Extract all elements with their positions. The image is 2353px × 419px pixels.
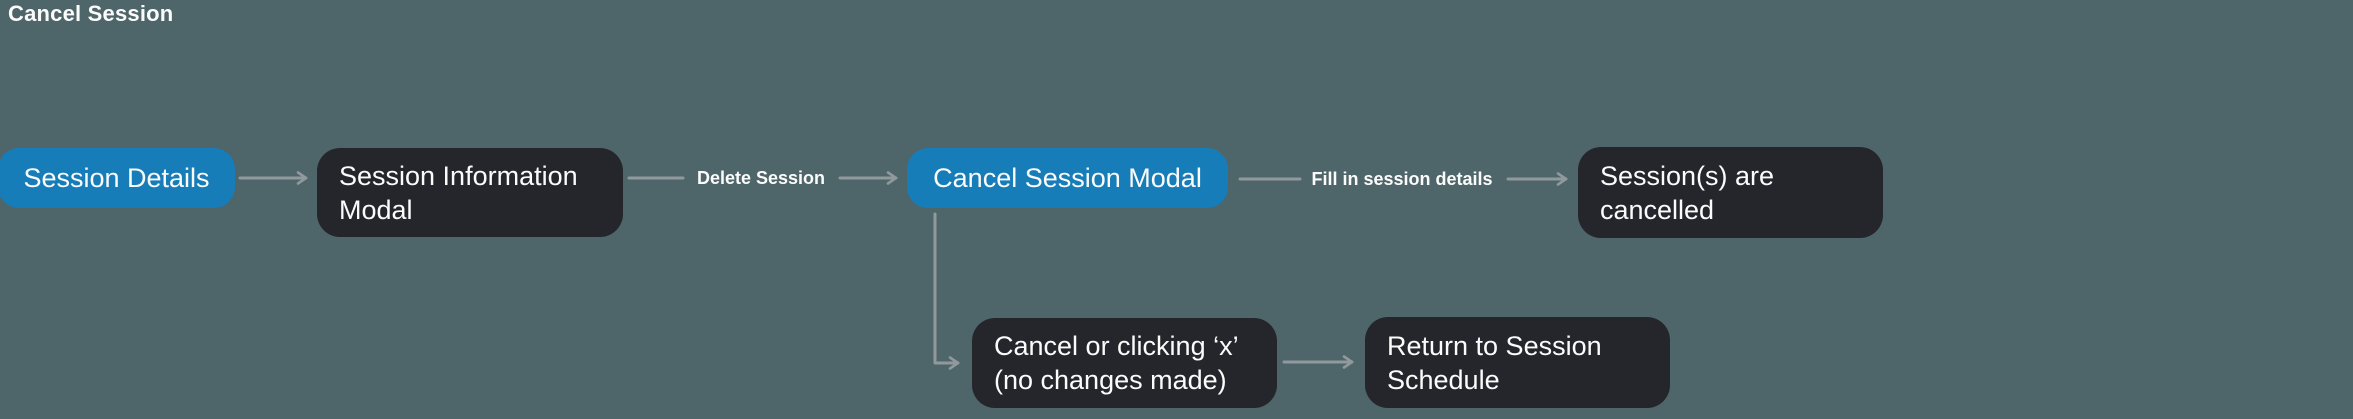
- edge-label-delete-session: Delete Session: [696, 168, 826, 188]
- node-label-line2: Schedule: [1387, 364, 1500, 395]
- node-cancel-session-modal[interactable]: Cancel Session Modal: [907, 148, 1228, 208]
- node-session-details[interactable]: Session Details: [0, 148, 235, 208]
- node-cancel-or-clicking-x[interactable]: Cancel or clicking ‘x’ (no changes made): [972, 318, 1277, 408]
- node-label-line1: Session(s) are: [1600, 160, 1775, 191]
- node-label-line2: (no changes made): [994, 365, 1227, 395]
- node-label-line2: Modal: [339, 194, 413, 225]
- node-session-information-modal[interactable]: Session Information Modal: [317, 148, 623, 237]
- edge-label-fill-in-session-details: Fill in session details: [1311, 169, 1493, 189]
- node-label: Cancel Session Modal: [933, 163, 1202, 193]
- node-sessions-are-cancelled[interactable]: Session(s) are cancelled: [1578, 147, 1883, 238]
- node-label-line1: Session Information: [339, 160, 578, 191]
- node-label: Session Details: [23, 163, 210, 193]
- node-label-line2: cancelled: [1600, 194, 1715, 225]
- connector-cancel-modal-to-cancel-clicking-x: [933, 212, 960, 370]
- page-title: Cancel Session: [8, 1, 174, 26]
- node-label-line1: Cancel or clicking ‘x’: [994, 331, 1239, 361]
- node-label-line1: Return to Session: [1387, 330, 1602, 361]
- node-return-to-session-schedule[interactable]: Return to Session Schedule: [1365, 317, 1670, 408]
